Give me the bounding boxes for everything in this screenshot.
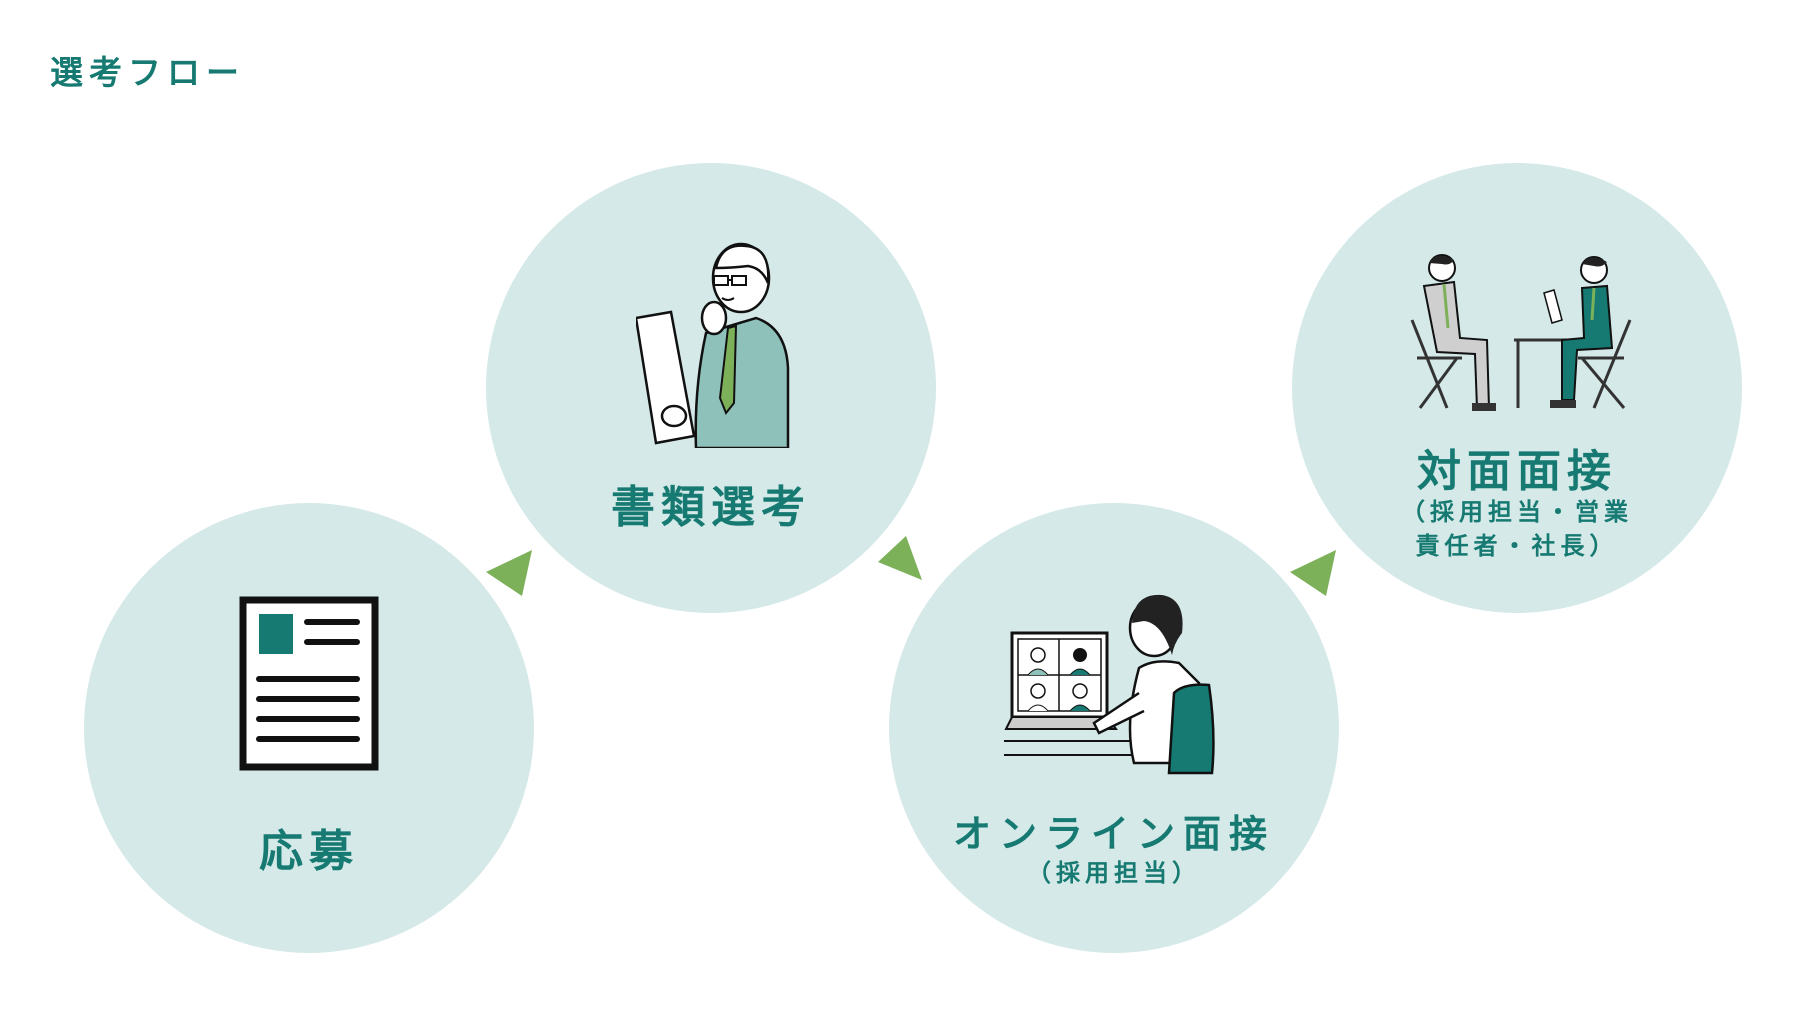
flow-arrow-1 <box>486 550 532 596</box>
page-title: 選考フロー <box>50 53 245 92</box>
step-apply: 応募 <box>84 503 534 953</box>
step-online-interview: オンライン面接 （採用担当） <box>889 503 1339 953</box>
step-in-person-interview: 対面面接 （採用担当・営業 責任者・社長） <box>1292 163 1742 613</box>
step-in-person-interview-sub-line1: （採用担当・営業 <box>1401 498 1633 526</box>
flow-arrow-3 <box>1290 550 1336 596</box>
face-to-face-interview-icon <box>1410 254 1632 411</box>
man-reading-document-icon <box>636 242 790 448</box>
step-document-screening: 書類選考 <box>486 163 936 613</box>
step-apply-label: 応募 <box>259 826 359 877</box>
step-in-person-interview-label: 対面面接 <box>1417 446 1617 497</box>
woman-video-call-icon <box>1004 594 1215 775</box>
flow-arrow-2 <box>878 536 922 580</box>
step-in-person-interview-sub-line2: 責任者・社長） <box>1415 532 1619 560</box>
resume-document-icon <box>239 596 379 771</box>
step-online-interview-label: オンライン面接 <box>952 812 1275 856</box>
step-document-screening-label: 書類選考 <box>611 482 811 533</box>
step-online-interview-sub: （採用担当） <box>1027 859 1201 887</box>
